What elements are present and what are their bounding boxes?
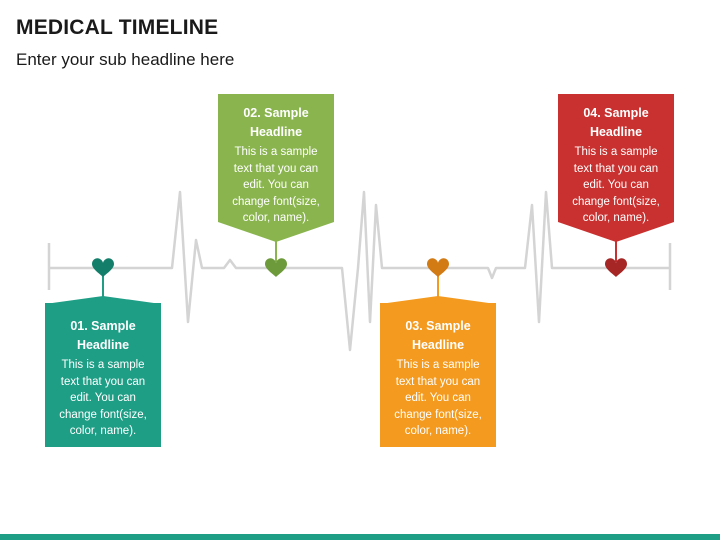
heart-icon: [605, 258, 627, 277]
card-3-notch: [380, 296, 496, 304]
milestone-2-text: This is a sample text that you can edit.…: [232, 146, 320, 224]
heart-icon: [92, 258, 114, 277]
milestone-1-headline: 01. Sample Headline: [70, 319, 136, 352]
milestone-card-2: 02. Sample Headline This is a sample tex…: [218, 94, 334, 242]
milestone-3-text: This is a sample text that you can edit.…: [394, 359, 482, 437]
milestone-3-headline: 03. Sample Headline: [405, 319, 471, 352]
milestone-card-4: 04. Sample Headline This is a sample tex…: [558, 94, 674, 242]
milestone-card-1: 01. Sample Headline This is a sample tex…: [45, 303, 161, 447]
page-title: MEDICAL TIMELINE: [16, 16, 219, 39]
page-subtitle: Enter your sub headline here: [16, 50, 235, 69]
milestone-4-text: This is a sample text that you can edit.…: [572, 146, 660, 224]
footer-accent-bar: [0, 534, 720, 540]
milestone-4-headline: 04. Sample Headline: [583, 106, 649, 139]
ecg-line: [49, 190, 670, 352]
heart-icon: [265, 258, 287, 277]
milestone-2-headline: 02. Sample Headline: [243, 106, 309, 139]
milestone-1-text: This is a sample text that you can edit.…: [59, 359, 147, 437]
card-1-notch: [45, 296, 161, 304]
milestone-card-3: 03. Sample Headline This is a sample tex…: [380, 303, 496, 447]
heart-icon: [427, 258, 449, 277]
